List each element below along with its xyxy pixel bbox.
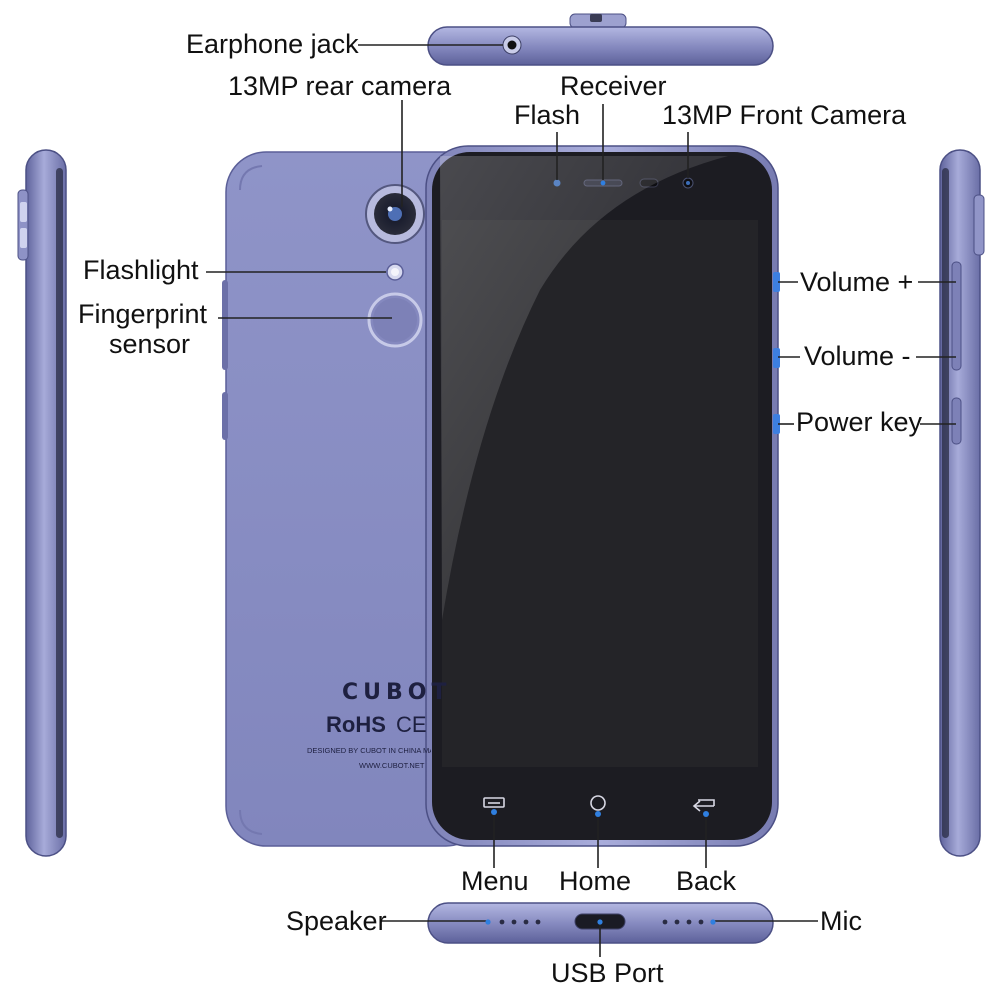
label-speaker: Speaker — [286, 906, 387, 936]
label-usb-port: USB Port — [551, 958, 664, 988]
right-volume-rocker — [951, 261, 962, 371]
label-power-key: Power key — [796, 407, 923, 437]
label-front-camera: 13MP Front Camera — [662, 100, 907, 130]
back-arrow-icon — [692, 799, 715, 817]
label-receiver: Receiver — [560, 71, 667, 101]
menu-icon — [483, 797, 505, 808]
rohs-mark: RoHS — [326, 712, 386, 737]
top-edge-view — [427, 13, 774, 66]
label-mic: Mic — [820, 906, 862, 936]
label-volume-up: Volume + — [800, 267, 914, 297]
label-fingerprint: Fingerprint — [78, 299, 208, 329]
back-brand-logo: CUBOT — [342, 681, 452, 705]
label-home: Home — [559, 866, 632, 896]
home-icon — [590, 795, 606, 817]
right-side-view — [939, 149, 985, 857]
label-fingerprint-sensor: sensor — [109, 329, 191, 359]
back-designed-text: DESIGNED BY CUBOT IN CHINA MADE IN CHINA — [307, 747, 431, 755]
back-website-text: WWW.CUBOT.NET — [359, 762, 425, 770]
label-volume-down: Volume - — [804, 341, 911, 371]
label-earphone-jack: Earphone jack — [186, 29, 359, 59]
label-flashlight: Flashlight — [83, 255, 199, 285]
label-back: Back — [676, 866, 737, 896]
label-menu: Menu — [461, 866, 529, 896]
leader-lines — [206, 44, 956, 957]
phone-front-view — [425, 145, 780, 847]
label-flash: Flash — [514, 100, 581, 130]
right-power-button — [951, 397, 962, 445]
label-rear-camera: 13MP rear camera — [228, 71, 452, 101]
left-side-view — [17, 149, 67, 857]
accent-dots — [485, 180, 716, 925]
phone-back-view — [222, 151, 487, 847]
ce-mark: CE — [396, 713, 427, 737]
